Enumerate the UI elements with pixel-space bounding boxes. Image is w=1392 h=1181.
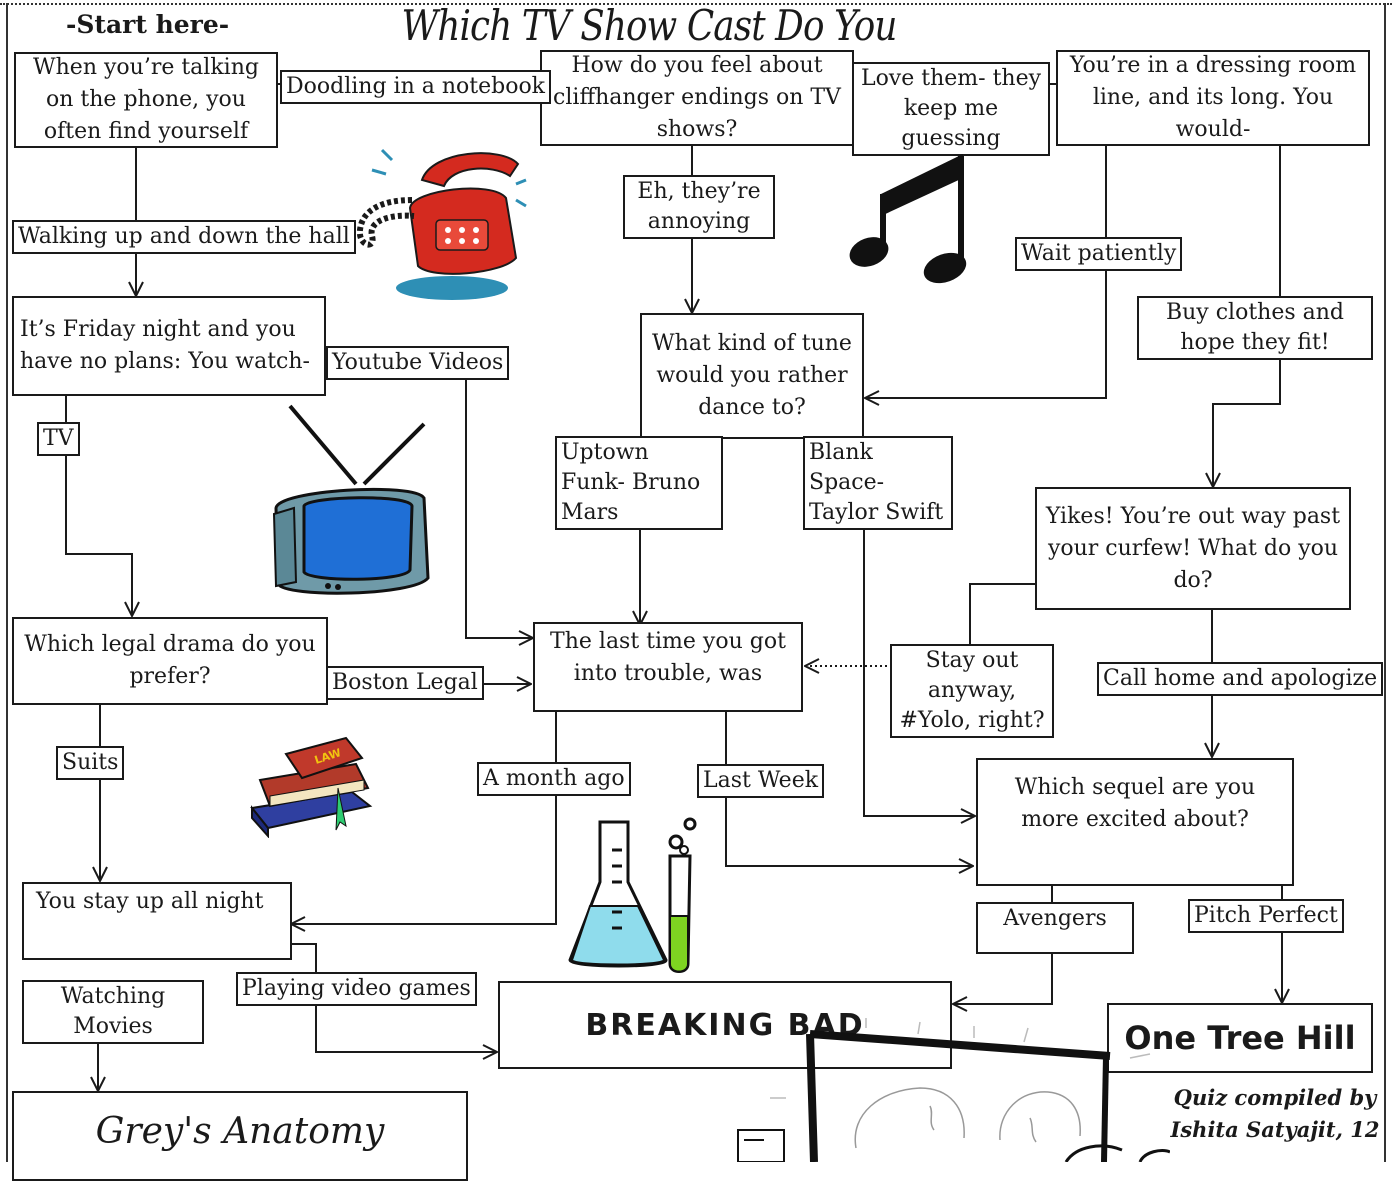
law-books-icon: LAW [250, 736, 373, 838]
answer-week[interactable]: Last Week [697, 764, 825, 798]
answer-blank[interactable]: Blank Space- Taylor Swift [803, 436, 953, 530]
arrow-buy-curfew [1213, 146, 1281, 486]
result-one-tree-hill: One Tree Hill [1107, 1003, 1373, 1073]
cartoon-sketch-icon [737, 1018, 1170, 1162]
answer-stay-out[interactable]: Stay out anyway, #Yolo, right? [890, 644, 1054, 738]
result-greys-anatomy-label: Grey's Anatomy [95, 1110, 385, 1152]
page-border-right [1384, 3, 1386, 1162]
arrow-tv-legal [65, 396, 132, 615]
question-tune: What kind of tune would you rather dance… [640, 313, 864, 439]
answer-call-home[interactable]: Call home and apologize [1097, 662, 1384, 696]
answer-avengers[interactable]: Avengers [976, 902, 1134, 954]
television-icon [272, 404, 430, 595]
result-one-tree-hill-label: One Tree Hill [1124, 1019, 1356, 1057]
question-trouble: The last time you got into trouble, was [533, 622, 803, 712]
question-cliffhanger: How do you feel about cliffhanger ending… [540, 50, 854, 146]
answer-love-them[interactable]: Love them- they keep me guessing [852, 62, 1050, 156]
page-border-top [0, 3, 1392, 5]
start-label: -Start here- [66, 10, 230, 39]
science-flask-icon [568, 817, 697, 973]
music-note-icon [849, 154, 967, 284]
answer-buy[interactable]: Buy clothes and hope they fit! [1137, 296, 1373, 360]
answer-games[interactable]: Playing video games [236, 972, 477, 1006]
question-dressing-room: You’re in a dressing room line, and its … [1056, 50, 1370, 146]
answer-uptown[interactable]: Uptown Funk- Bruno Mars [555, 436, 723, 530]
answer-movies[interactable]: Watching Movies [22, 980, 204, 1044]
question-stay-up: You stay up all night [22, 882, 292, 960]
arrow-week-sequel [725, 712, 972, 866]
telephone-icon [356, 148, 527, 300]
question-curfew: Yikes! You’re out way past your curfew! … [1035, 487, 1351, 610]
answer-doodling[interactable]: Doodling in a notebook [280, 70, 552, 104]
arrow-wait-tune [866, 146, 1107, 398]
page-border-left [6, 3, 8, 1162]
answer-eh[interactable]: Eh, they’re annoying [623, 175, 775, 239]
answer-tv[interactable]: TV [37, 422, 80, 456]
answer-youtube[interactable]: Youtube Videos [326, 346, 510, 380]
question-phone: When you’re talking on the phone, you of… [14, 52, 278, 148]
answer-suits[interactable]: Suits [56, 746, 125, 780]
result-greys-anatomy: Grey's Anatomy [12, 1091, 468, 1181]
line-curfew-stayout [969, 583, 1036, 646]
answer-month[interactable]: A month ago [477, 762, 631, 796]
quiz-credit: Quiz compiled by Ishita Satyajit, 12 [1170, 1085, 1380, 1142]
question-friday: It’s Friday night and you have no plans:… [12, 296, 326, 396]
question-legal: Which legal drama do you prefer? [12, 617, 328, 705]
question-sequel: Which sequel are you more excited about? [976, 758, 1294, 886]
arrow-blank-sequel [863, 500, 974, 816]
result-breaking-bad: BREAKING BAD [498, 981, 952, 1069]
answer-walking[interactable]: Walking up and down the hall [12, 220, 356, 254]
answer-boston[interactable]: Boston Legal [326, 666, 484, 700]
answer-wait[interactable]: Wait patiently [1015, 237, 1183, 271]
arrow-youtube-trouble [465, 374, 532, 638]
answer-pitch[interactable]: Pitch Perfect [1188, 899, 1344, 933]
